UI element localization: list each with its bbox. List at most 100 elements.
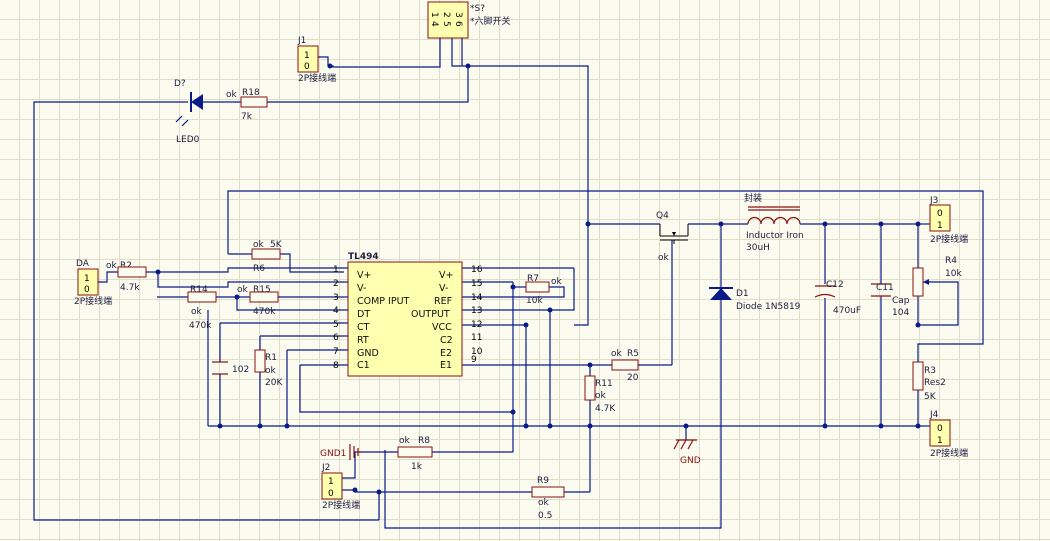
switch-pin-4: 4 [429, 21, 439, 27]
tl494-pin14-num: 14 [471, 293, 483, 303]
tl494-pin7-label: GND [357, 348, 379, 359]
r9-status: ok [538, 498, 550, 508]
j2-pin-1: 1 [328, 477, 334, 487]
resistor-r8[interactable]: ok R8 1k [397, 436, 433, 472]
connector-da[interactable]: DA ok 1 0 2P接线端 [74, 259, 118, 307]
j1-ref: J1 [297, 36, 306, 46]
capacitor-c12[interactable]: C12 470uF [814, 280, 861, 316]
r6-value: 5K [270, 240, 283, 250]
resistor-r1[interactable]: R1 ok 20K [254, 349, 283, 388]
switch-pin-6: 6 [453, 21, 463, 27]
c11-value: 104 [892, 308, 909, 318]
connector-j4[interactable]: J4 0 1 2P接线端 [929, 410, 968, 459]
tl494-pin9-label: E1 [440, 360, 452, 371]
switch-pin-2: 2 [441, 12, 451, 18]
da-ref: DA [76, 259, 90, 269]
r5-value: 20 [627, 373, 639, 383]
da-status: ok [106, 261, 118, 271]
resistor-r11[interactable]: R11 ok 4.7K [584, 375, 616, 414]
j2-type: 2P接线端 [322, 499, 360, 511]
led-name: LED0 [176, 135, 200, 145]
ic-tl494[interactable]: TL494 1 2 3 4 5 6 7 8 V+ V- COMP IPUT DT… [333, 252, 483, 377]
resistor-r2[interactable]: R2 4.7k [117, 261, 147, 293]
six-pin-switch[interactable]: 1 4 2 5 3 6 *S? *六脚开关 [427, 1, 511, 44]
connector-j3[interactable]: J3 0 1 2P接线端 [929, 196, 968, 245]
resistor-r15[interactable]: ok R15 470k [237, 285, 279, 317]
switch-ref: *S? [470, 4, 485, 14]
r2-ref: R2 [120, 261, 132, 271]
resistor-r5[interactable]: ok R5 20 [611, 349, 639, 383]
resistor-r18[interactable]: ok R18 7k [226, 88, 268, 122]
capacitor-c11[interactable]: C11 Cap 104 [871, 283, 910, 318]
c12-value: 470uF [833, 306, 861, 316]
tl494-left-pins: 1 2 3 4 5 6 7 8 V+ V- COMP IPUT DT CT RT… [333, 265, 410, 371]
r18-value: 7k [241, 112, 253, 122]
tl494-pin16-num: 16 [471, 265, 483, 275]
r1-ref: R1 [265, 353, 277, 363]
capacitor-102[interactable]: 102 [212, 361, 249, 375]
r7-status: ok [551, 277, 563, 287]
resistor-r14[interactable]: R14 ok 470k [187, 285, 217, 331]
ground-gnd1: GND1 [320, 444, 362, 460]
tl494-pin3-num: 3 [333, 293, 339, 303]
tl494-pin12-num: 12 [471, 320, 482, 330]
r5-ref: R5 [627, 349, 639, 359]
q4-status: ok [658, 253, 670, 263]
r18-status: ok [226, 90, 238, 100]
j4-ref: J4 [929, 410, 939, 420]
c102-value: 102 [232, 365, 249, 375]
diode-d1[interactable]: D1 Diode 1N5819 [709, 287, 801, 312]
tl494-pin3-label: COMP IPUT [357, 296, 410, 307]
r14-ref: R14 [190, 285, 208, 295]
c12-ref: C12 [826, 280, 844, 290]
j4-type: 2P接线端 [930, 447, 968, 459]
switch-pin-3: 3 [453, 12, 463, 18]
resistor-r3[interactable]: R3 Res2 5K [912, 361, 946, 402]
potentiometer-r4[interactable]: R4 10k [912, 256, 962, 297]
j1-pin-1: 1 [304, 51, 310, 61]
r5-status: ok [611, 349, 623, 359]
j4-pin-0: 0 [937, 424, 943, 434]
r9-value: 0.5 [538, 511, 552, 521]
tl494-pin11-num: 11 [471, 333, 482, 343]
connector-j1[interactable]: J1 1 0 2P接线端 [297, 36, 336, 84]
switch-type: *六脚开关 [470, 15, 511, 27]
tl494-right-pins: 16 15 14 13 12 11 10 9 V+ V- REF OUTPUT … [411, 265, 483, 371]
tl494-pin13-num: 13 [471, 306, 482, 316]
mosfet-q4[interactable]: Q4 ok [656, 211, 689, 263]
switch-pin-5: 5 [441, 21, 451, 27]
inductor-pkg: 封装 [744, 192, 762, 204]
r7-ref: R7 [527, 274, 539, 284]
r8-ref: R8 [418, 436, 430, 446]
j3-ref: J3 [929, 196, 938, 206]
switch-pin-1: 1 [429, 12, 439, 18]
connector-j2[interactable]: J2 1 0 2P接线端 [321, 463, 360, 511]
d1-name: Diode 1N5819 [736, 302, 801, 312]
junction-dots [155, 63, 921, 495]
j3-pin-1: 1 [937, 221, 943, 231]
resistor-r7[interactable]: R7 ok 10k [525, 274, 563, 306]
r15-value: 470k [253, 307, 276, 317]
tl494-pin2-num: 2 [333, 279, 339, 289]
tl494-pin5-label: CT [357, 322, 370, 333]
inductor-l[interactable]: 封装 Inductor Iron 30uH [744, 192, 804, 253]
led-ref: D? [174, 79, 186, 89]
r1-value: 20K [265, 378, 283, 388]
resistor-r6[interactable]: ok 5K R6 [251, 240, 283, 274]
j1-type: 2P接线端 [298, 72, 336, 84]
tl494-pin15-label: V- [439, 283, 448, 294]
tl494-pin10-num: 10 [471, 347, 483, 357]
tl494-pin1-label: V+ [357, 270, 371, 281]
j3-type: 2P接线端 [930, 233, 968, 245]
c11-ref: C11 [876, 283, 894, 293]
tl494-pin13-label: OUTPUT [411, 309, 450, 320]
tl494-pin16-label: V+ [439, 270, 453, 281]
r4-value: 10k [945, 269, 962, 279]
ground-symbol: GND [673, 439, 701, 466]
tl494-pin9-num: 9 [471, 355, 477, 365]
tl494-pin6-label: RT [357, 335, 369, 346]
tl494-pin7-num: 7 [333, 347, 339, 357]
da-pin-1: 1 [84, 274, 90, 284]
resistor-r9[interactable]: R9 ok 0.5 [531, 476, 565, 521]
led-d[interactable]: D? LED0 [174, 79, 203, 145]
